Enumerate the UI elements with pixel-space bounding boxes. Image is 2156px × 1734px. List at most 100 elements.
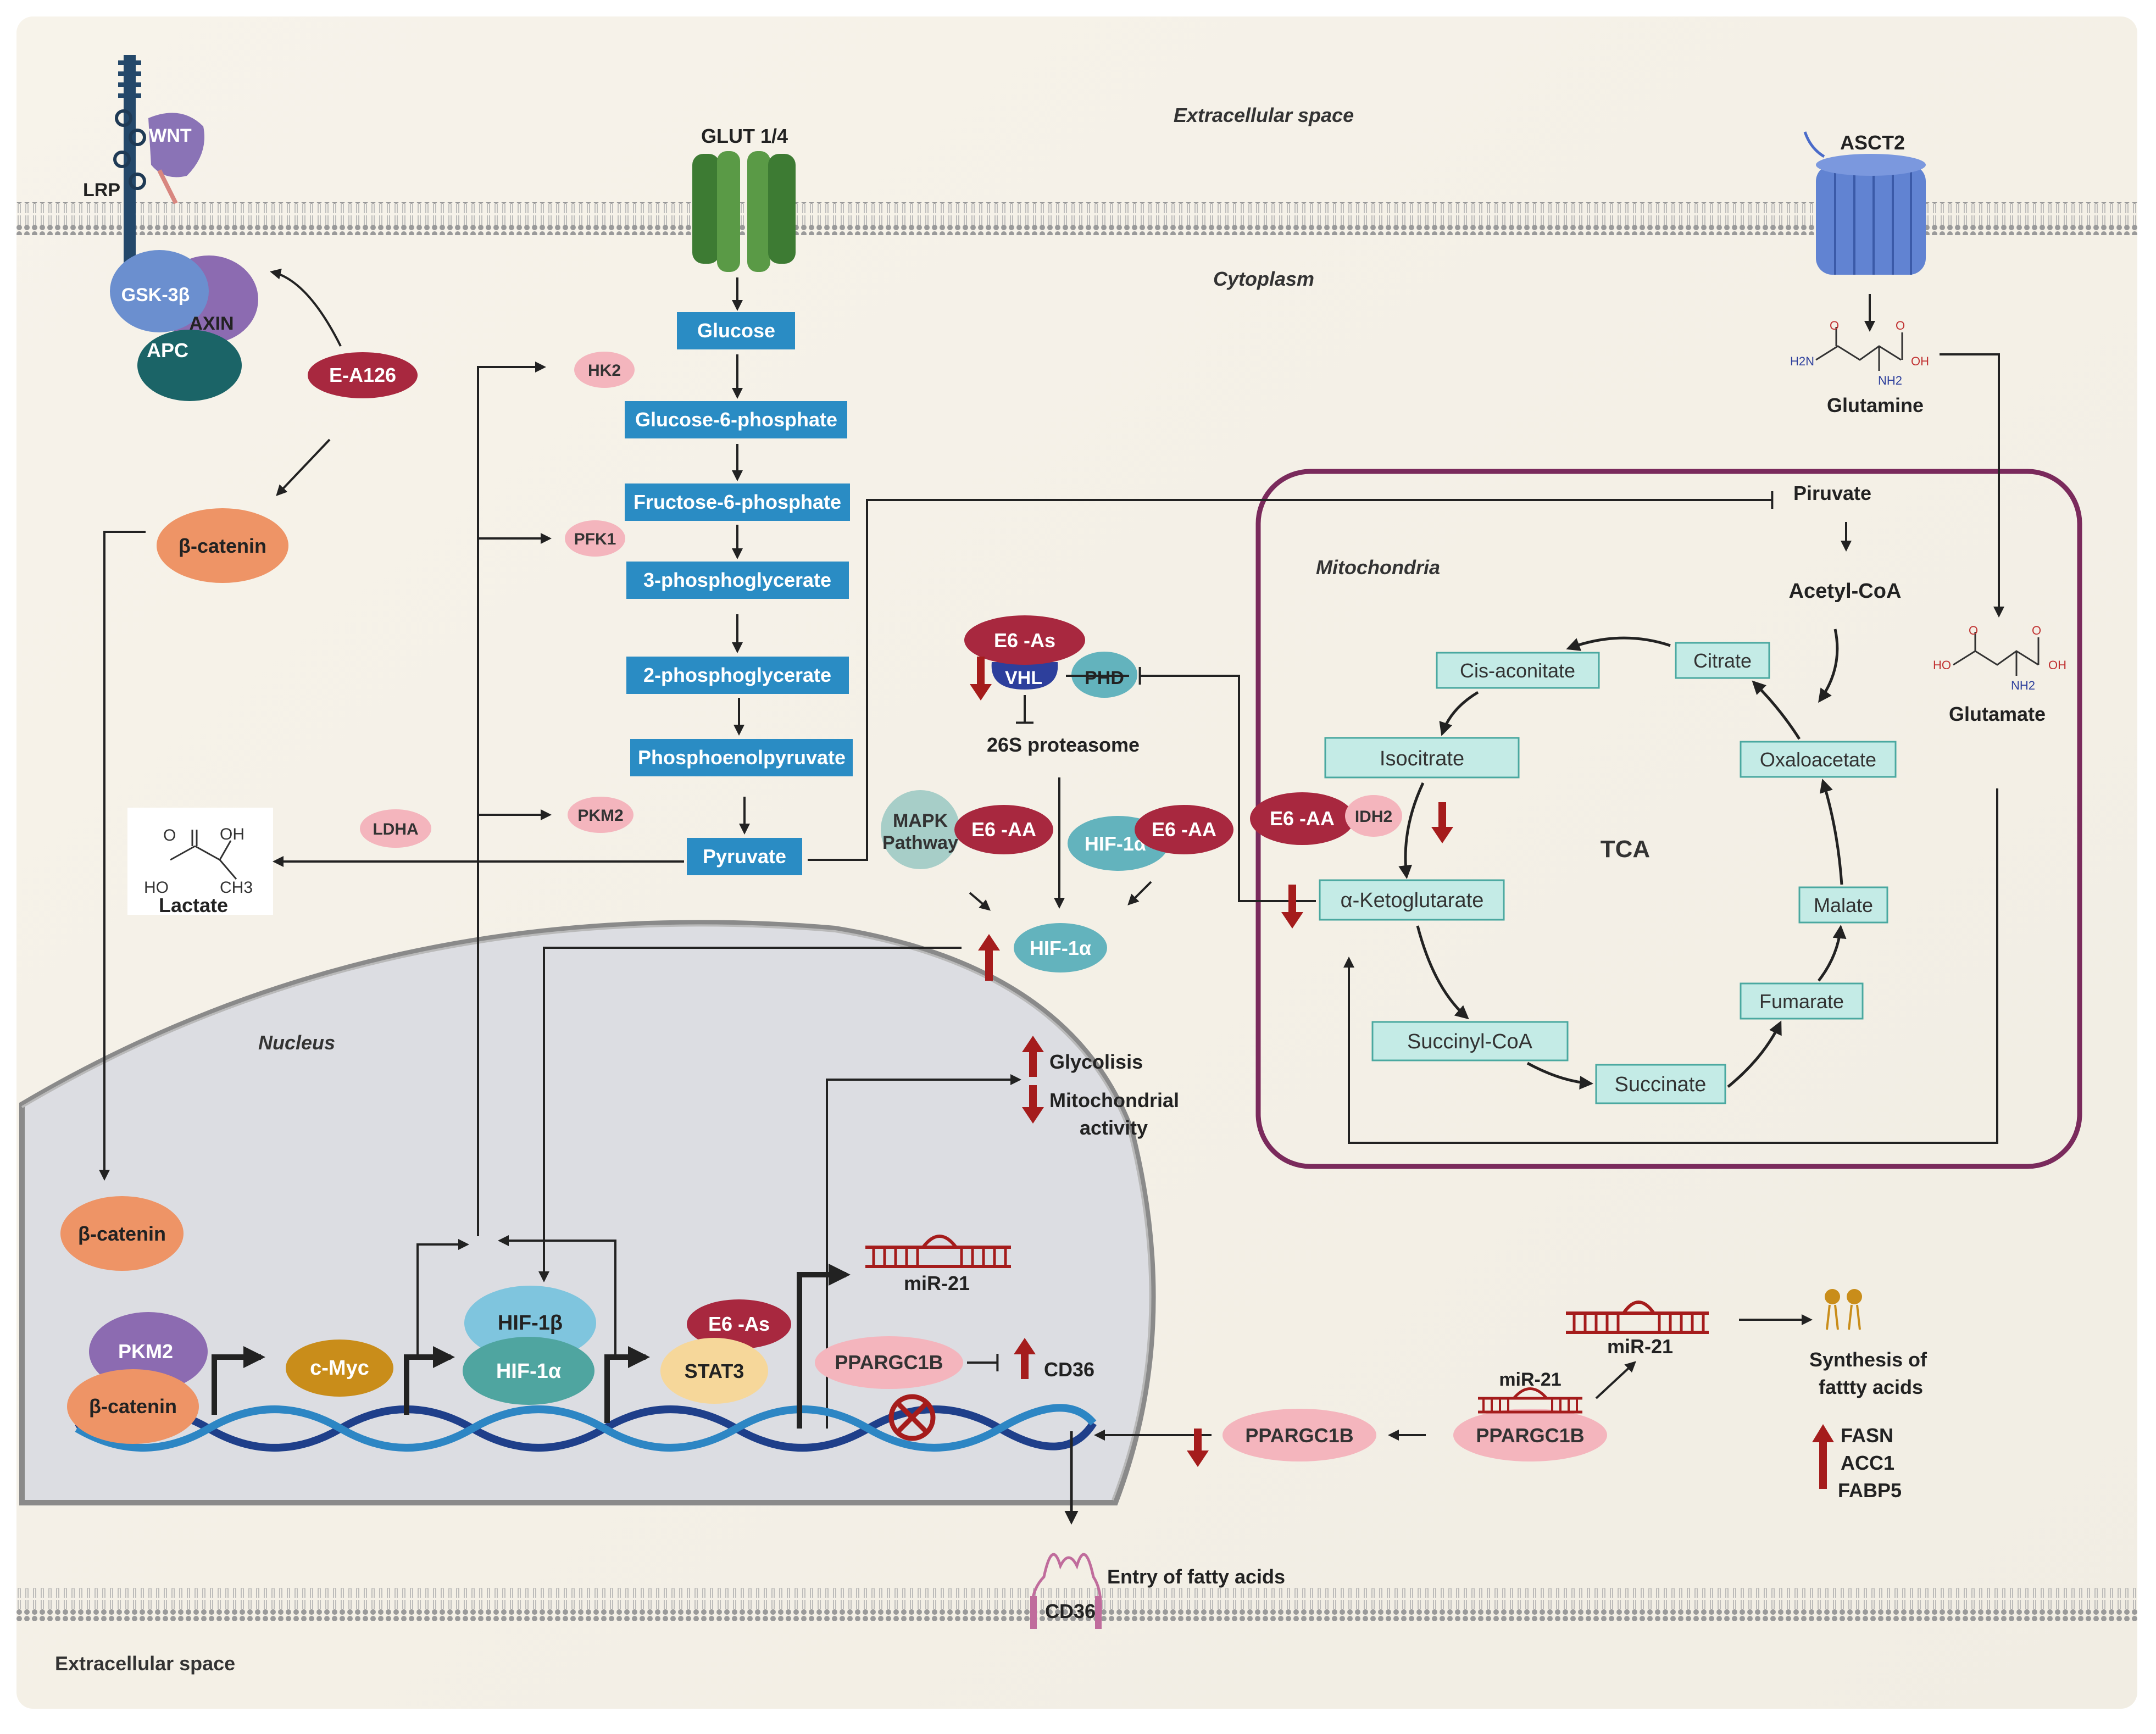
label-cytoplasm: Cytoplasm (1213, 268, 1314, 290)
glycolysis-step-6-label: Pyruvate (703, 845, 786, 868)
hif1b-label: HIF-1β (498, 1311, 563, 1335)
wnt-receptor-complex (113, 55, 204, 264)
blocked-symbol (888, 1394, 936, 1441)
glycolysis-step-5-label: Phosphoenolpyruvate (638, 746, 846, 769)
cd36-membrane-label: CD36 (1045, 1600, 1096, 1622)
asct2-label: ASCT2 (1840, 131, 1905, 154)
ppargc1b-1-label: PPARGC1B (1245, 1424, 1353, 1447)
mir21-hairpin-nucleus (865, 1235, 1011, 1268)
fatty-acid-lipids-icon (1825, 1289, 1862, 1330)
label-mitochondria: Mitochondria (1316, 556, 1440, 579)
plasma-membrane-bottom (16, 1588, 2137, 1621)
tca-cis-aconitate (1436, 652, 1600, 689)
lactate-atom-ch3: CH3 (220, 879, 253, 897)
nuc-ppargc1b-label: PPARGC1B (835, 1351, 943, 1374)
wnt-label: WNT (149, 125, 192, 146)
mito-down-arrow (1022, 1107, 1044, 1124)
tca-isocitrate (1324, 737, 1520, 779)
hk2-label: HK2 (588, 362, 621, 380)
lactate-structure (127, 808, 273, 915)
ldha-blob (360, 809, 431, 848)
glycolysis-step-3 (626, 562, 849, 599)
tca-malate (1798, 886, 1888, 924)
synthesis-text: Synthesis of (1809, 1348, 1927, 1371)
glut-label: GLUT 1/4 (701, 125, 788, 147)
glycolysis-up-arrow (1022, 1036, 1044, 1052)
ea126-blob (308, 352, 418, 398)
tca-oxaloacetate-label: Oxaloacetate (1760, 748, 1876, 771)
glutamine-atom-o1: O (1830, 319, 1839, 332)
cmyc-label: c-Myc (310, 1357, 369, 1380)
glycolysis-step-3-label: 3-phosphoglycerate (643, 569, 831, 591)
cd36-receptor (1030, 1553, 1102, 1629)
tca-succinate-label: Succinate (1615, 1073, 1707, 1096)
ppargc1b-2-blob (1453, 1409, 1607, 1461)
e6aa-2-label: E6 -AA (1152, 818, 1216, 841)
glycolysis-step-5 (630, 739, 853, 776)
nuc-beta-catenin-label: β-catenin (89, 1395, 177, 1418)
mito-activity-label: Mitochondrial activity (1049, 1089, 1185, 1139)
glycolysis-step-4-label: 2-phosphoglycerate (643, 664, 831, 686)
glycolysis-step-4 (626, 657, 849, 694)
mir21-small-label: miR-21 (1499, 1369, 1561, 1390)
e6aa-2-blob (1135, 805, 1233, 854)
ppargc1b-2-label: PPARGC1B (1476, 1424, 1584, 1447)
vhl-label: VHL (1005, 668, 1042, 688)
lactate-label: Lactate (159, 894, 228, 916)
gene-acc1: ACC1 (1841, 1452, 1894, 1474)
dna-helix (75, 1404, 1097, 1452)
hif1a-up-arrow (978, 934, 1000, 951)
glycolysis-pathway: Glucose Glucose-6-phosphate Fructose-6-p… (625, 312, 853, 875)
tca-fumarate (1740, 982, 1864, 1020)
nuc-cd36-label: CD36 (1044, 1358, 1094, 1381)
fatty-acid-entry-label: Entry of fatty acids (1107, 1565, 1285, 1588)
nuc-beta-catenin-blob (67, 1369, 199, 1444)
gene-fasn: FASN (1841, 1424, 1893, 1447)
tca-fumarate-label: Fumarate (1759, 990, 1844, 1013)
cmyc-blob (286, 1340, 393, 1397)
glycolysis-step-2-label: Fructose-6-phosphate (634, 491, 841, 513)
stat3-label: STAT3 (685, 1360, 744, 1382)
tca-oxaloacetate (1740, 741, 1897, 778)
tca-citrate (1675, 642, 1770, 679)
glycolysis-step-0-label: Glucose (697, 319, 775, 342)
glycolysis-step-1 (625, 401, 847, 438)
acetylcoa-label: Acetyl-CoA (1789, 580, 1902, 603)
pfk1-blob (565, 520, 625, 557)
glycolysis-step-2 (625, 483, 850, 521)
alpha-kg-down-arrow (1281, 912, 1303, 929)
stat3-blob (660, 1338, 768, 1404)
idh2-blob (1345, 795, 1402, 837)
gene-fabp5: FABP5 (1838, 1479, 1902, 1502)
glycolysis-effect-label: Glycolisis (1049, 1051, 1143, 1073)
pkm2-blob (568, 797, 634, 833)
ea126-label: E-A126 (329, 364, 396, 386)
ldha-label: LDHA (373, 820, 418, 838)
axin-label: AXIN (189, 313, 234, 334)
piruvate-label: Piruvate (1793, 482, 1871, 504)
glutamate-atom-o2: O (2032, 624, 2041, 637)
tca-cycle: Citrate Cis-aconitate Isocitrate α-Ketog… (1319, 642, 1897, 1104)
hk2-blob (574, 352, 635, 388)
glutamine-structure (1815, 327, 1903, 371)
tca-isocitrate-label: Isocitrate (1380, 747, 1464, 770)
glycolysis-step-0 (677, 312, 795, 349)
synthesis-label: Synthesis of fattty acids (1809, 1348, 1932, 1398)
nuc-mir21-label: miR-21 (904, 1272, 970, 1294)
label-extracellular-top: Extracellular space (1174, 104, 1354, 126)
lactate-atom-oh: OH (220, 825, 245, 843)
glutamate-label: Glutamate (1949, 703, 2046, 725)
apc-label: APC (147, 339, 188, 362)
beta-catenin-cyto-label: β-catenin (179, 535, 266, 557)
glutamine-atom-o2: O (1896, 319, 1905, 332)
tca-label: TCA (1601, 836, 1650, 863)
asct2-transporter (1803, 131, 1926, 275)
lrp-label: LRP (83, 180, 120, 201)
tca-cis-aconitate-label: Cis-aconitate (1460, 659, 1575, 682)
mito-activity-text: Mitochondrial (1049, 1089, 1179, 1111)
glutamate-atom-o1: O (1969, 624, 1978, 637)
gsk3b-label: GSK-3β (121, 285, 190, 305)
